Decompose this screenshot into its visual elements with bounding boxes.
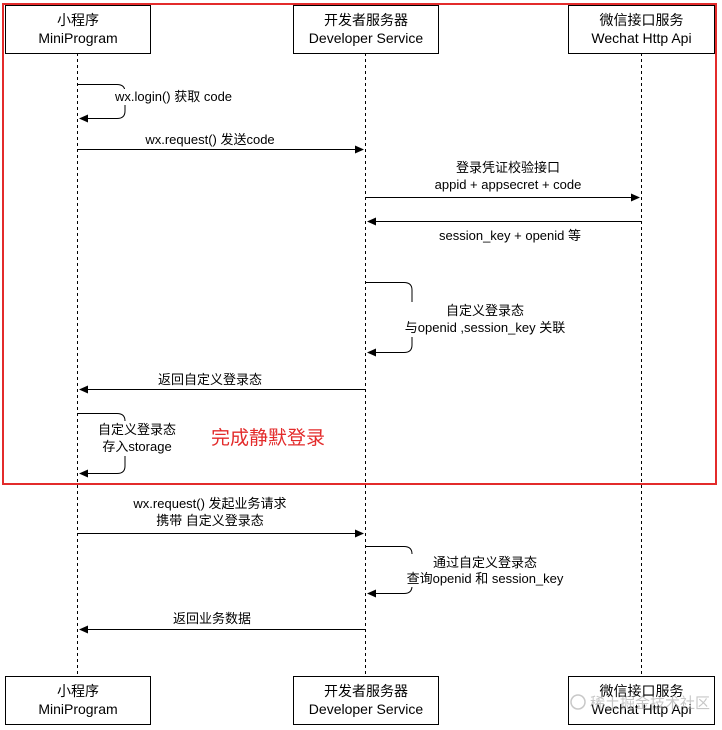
participant-name-cn: 小程序 xyxy=(57,683,99,699)
message-label: 携带 自定义登录态 xyxy=(156,513,264,528)
watermark-text: 稀土掘金技术社区 xyxy=(590,695,710,712)
participant-name-cn: 微信接口服务 xyxy=(600,683,684,699)
message-label: 自定义登录态 xyxy=(98,422,176,437)
participant-name-en: Developer Service xyxy=(309,701,424,717)
participant-developer-service-bottom: 开发者服务器 Developer Service xyxy=(293,676,439,725)
participant-wechat-http-api-top: 微信接口服务 Wechat Http Api xyxy=(568,5,715,54)
message-label: 自定义登录态 xyxy=(446,303,524,318)
silent-login-label: 完成静默登录 xyxy=(211,427,325,449)
message-label: 通过自定义登录态 xyxy=(433,555,537,570)
message-label: wx.request() 发送code xyxy=(144,132,274,147)
watermark-logo-icon xyxy=(570,694,586,710)
message-label: 返回自定义登录态 xyxy=(158,372,262,387)
participant-miniprogram-bottom: 小程序 MiniProgram xyxy=(5,676,151,725)
participant-miniprogram-top: 小程序 MiniProgram xyxy=(5,5,151,54)
silent-login-frame xyxy=(2,3,717,485)
participant-name-en: MiniProgram xyxy=(38,701,117,717)
message-label: 存入storage xyxy=(102,439,171,454)
participant-developer-service-top: 开发者服务器 Developer Service xyxy=(293,5,439,54)
message-label: 登录凭证校验接口 xyxy=(456,160,560,175)
message-label: session_key + openid 等 xyxy=(439,228,581,243)
participant-name-cn: 小程序 xyxy=(57,12,99,28)
participant-name-en: Wechat Http Api xyxy=(591,30,691,46)
participant-name-cn: 开发者服务器 xyxy=(324,12,408,28)
participant-name-cn: 开发者服务器 xyxy=(324,683,408,699)
message-label: appid + appsecret + code xyxy=(435,177,582,192)
message-label: wx.request() 发起业务请求 xyxy=(132,496,286,511)
participant-wechat-http-api-bottom: 微信接口服务 Wechat Http Api xyxy=(568,676,715,725)
message-label: 查询openid 和 session_key xyxy=(407,571,564,586)
message-label: 返回业务数据 xyxy=(173,611,251,626)
participant-name-cn: 微信接口服务 xyxy=(600,12,684,28)
participant-name-en: Developer Service xyxy=(309,30,424,46)
message-label: 与openid ,session_key 关联 xyxy=(405,320,565,335)
message-label: wx.login() 获取 code xyxy=(114,89,232,104)
participant-name-en: MiniProgram xyxy=(38,30,117,46)
participant-name-en: Wechat Http Api xyxy=(591,701,691,717)
watermark: 稀土掘金技术社区 xyxy=(570,694,710,712)
